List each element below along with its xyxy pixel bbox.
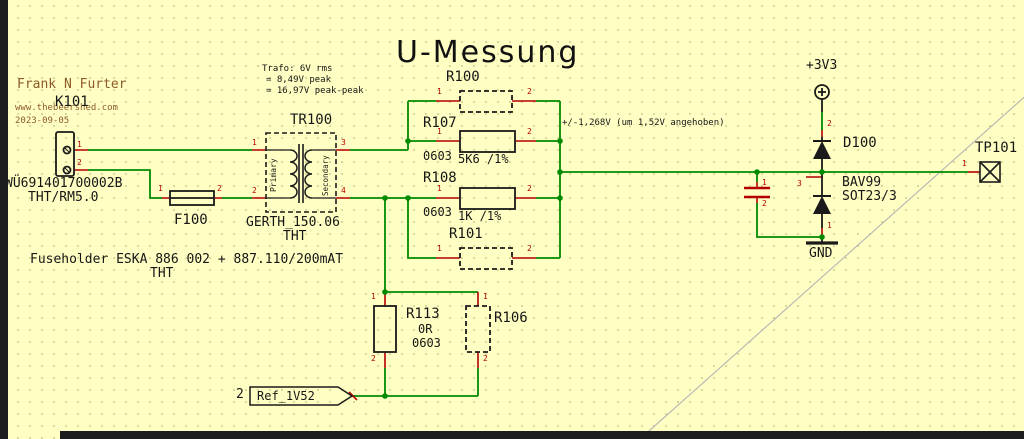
window-edge-bottom	[60, 431, 1024, 439]
fuseholder-note: Fuseholder ESKA 886 002 + 887.110/200mAT	[30, 252, 344, 267]
r108-value: 1K /1%	[458, 209, 502, 223]
k101-ref: K101	[55, 94, 89, 110]
r100-pin2-number: 2	[527, 87, 532, 96]
d100-footprint: SOT23/3	[842, 189, 897, 204]
c100-pin1-number: 1	[762, 178, 767, 187]
sheet-title: U-Messung	[396, 35, 580, 70]
d100-pin3-number: 3	[797, 179, 802, 188]
diode-top	[813, 141, 831, 159]
r107-symbol[interactable]	[459, 130, 516, 153]
r113-symbol[interactable]	[373, 305, 397, 353]
r106-pin1-number: 1	[483, 292, 488, 301]
k101-symbol[interactable]	[55, 131, 75, 177]
c100-symbol[interactable]	[744, 186, 770, 199]
k101-pin2-number: 2	[77, 158, 82, 167]
r100-pin1-number: 1	[437, 87, 442, 96]
resistor-symbols[interactable]	[373, 90, 516, 353]
k101-value: WÜ691401700002B	[5, 176, 123, 191]
r107-value: 5K6 /1%	[458, 152, 509, 166]
tr100-secondary-label: Secondary	[321, 155, 330, 196]
date-note: 2023-09-05	[15, 116, 70, 126]
tr100-pin4-number: 4	[341, 186, 346, 195]
gnd-label: GND	[809, 246, 833, 261]
power-3v3-symbol[interactable]	[814, 84, 830, 112]
d100-pin2-number: 2	[827, 119, 832, 128]
r108-symbol[interactable]	[459, 187, 516, 210]
pin-stubs	[74, 100, 980, 401]
junction-dots	[382, 138, 825, 399]
r113-ref: R113	[406, 306, 440, 322]
trafo-note-line2: = 8,49V peak	[266, 75, 332, 85]
ref-1v52-global-label-shape[interactable]	[249, 386, 354, 406]
diode-bottom	[813, 196, 831, 214]
r101-pin2-number: 2	[527, 244, 532, 253]
tr100-ref: TR100	[290, 112, 333, 128]
c100-pin2-number: 2	[762, 199, 767, 208]
k101-footprint: THT/RM5.0	[28, 190, 99, 205]
f100-pin2-number: 2	[217, 184, 222, 193]
tr100-value: GERTH_150.06	[246, 215, 340, 230]
r113-footprint: 0603	[412, 336, 441, 350]
author-note: Frank N Furter	[17, 77, 127, 92]
k101-pin1-number: 1	[77, 140, 82, 149]
wire[interactable]	[407, 198, 436, 259]
voltage-note: +/-1,268V (um 1,52V angehoben)	[562, 118, 725, 128]
r101-symbol[interactable]	[459, 247, 513, 270]
tr100-primary-label: Primary	[269, 158, 278, 192]
r113-value: 0R	[418, 322, 433, 336]
r100-symbol[interactable]	[459, 90, 513, 113]
diagonal-graphic-line	[639, 96, 1024, 439]
window-edge-left	[0, 0, 8, 439]
ref-1v52-pin-number: 2	[236, 387, 244, 402]
r108-pin2-number: 2	[527, 184, 532, 193]
tr100-pin3-number: 3	[341, 138, 346, 147]
r107-footprint: 0603	[423, 149, 452, 163]
power-3v3-label: +3V3	[806, 58, 838, 73]
r106-symbol[interactable]	[465, 305, 491, 353]
k101-pins	[74, 149, 88, 171]
r108-footprint: 0603	[423, 205, 452, 219]
tr100-pins	[252, 149, 350, 199]
r106-ref: R106	[494, 310, 528, 326]
fuseholder-mount-note: THT	[150, 266, 174, 281]
r113-pin1-number: 1	[371, 292, 376, 301]
d100-pin1-number: 1	[827, 221, 832, 230]
tr100-pin1-number: 1	[252, 138, 257, 147]
r100-ref: R100	[446, 69, 480, 85]
f100-symbol[interactable]	[169, 190, 215, 206]
d100-value: BAV99	[842, 175, 882, 190]
r107-pin1-number: 1	[437, 127, 442, 136]
tr100-pin2-number: 2	[252, 186, 257, 195]
ref-1v52-label[interactable]: Ref_1V52	[257, 389, 315, 403]
wire[interactable]	[88, 169, 162, 199]
r108-ref: R108	[423, 170, 457, 186]
r108-pin1-number: 1	[437, 184, 442, 193]
d100-ref: D100	[843, 135, 877, 151]
r101-ref: R101	[449, 226, 483, 242]
r107-ref: R107	[423, 115, 457, 131]
f100-pin1-number: 1	[158, 184, 163, 193]
tr100-symbol[interactable]	[265, 132, 337, 213]
r101-pin1-number: 1	[437, 244, 442, 253]
tp101-pin1-number: 1	[962, 159, 967, 168]
wire[interactable]	[756, 203, 822, 238]
r107-pin2-number: 2	[527, 127, 532, 136]
r113-pin2-number: 2	[371, 354, 376, 363]
r106-pin2-number: 2	[483, 354, 488, 363]
wires[interactable]	[88, 100, 968, 397]
trafo-note-line3: = 16,97V peak-peak	[266, 86, 364, 96]
trafo-note-line1: Trafo: 6V rms	[262, 64, 333, 74]
tp101-symbol[interactable]	[979, 161, 1001, 183]
tr100-footprint: THT	[283, 229, 307, 244]
website-note: www.thebeershed.com	[15, 103, 118, 113]
d100-symbol[interactable]	[813, 137, 831, 228]
tp101-ref: TP101	[975, 140, 1018, 156]
f100-ref: F100	[174, 212, 208, 228]
